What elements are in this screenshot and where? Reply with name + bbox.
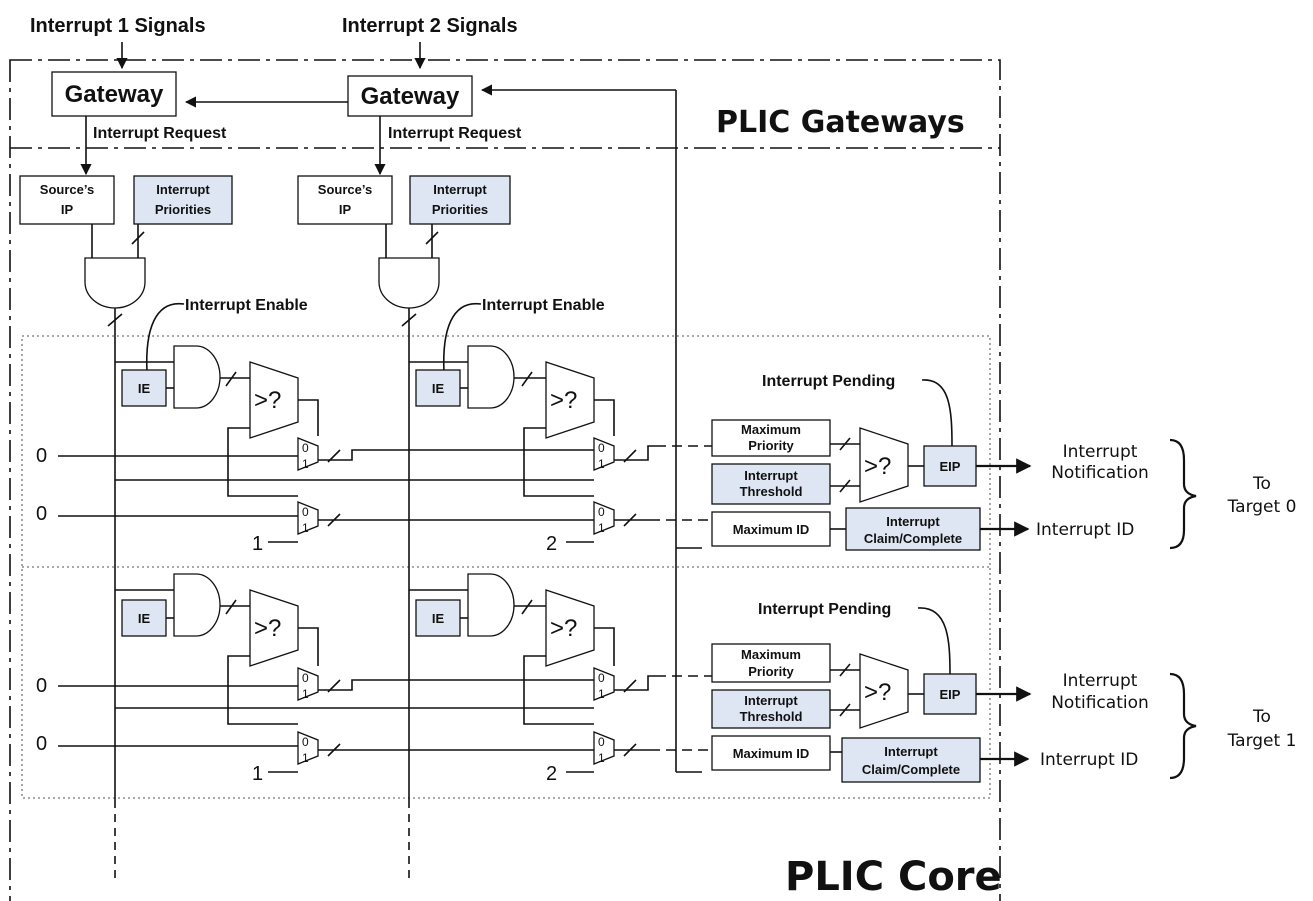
interrupt-id-label: Interrupt ID	[1040, 750, 1138, 770]
notification-line1: Interrupt	[1063, 671, 1138, 691]
eip-label: EIP	[940, 687, 961, 702]
interrupt-enable-1-label: Interrupt Enable	[185, 297, 308, 314]
svg-text:0: 0	[302, 505, 309, 519]
svg-text:0: 0	[302, 735, 309, 749]
svg-text:0: 0	[598, 441, 605, 455]
gateway-2-label: Gateway	[361, 83, 460, 110]
source-ip-2-line2: IP	[339, 202, 352, 217]
claim-line2: Claim/Complete	[864, 531, 962, 546]
comparator-label: >?	[254, 387, 281, 414]
max-priority-line2: Priority	[748, 438, 794, 453]
threshold-line1: Interrupt	[744, 468, 798, 483]
source-1-header: Source’s IP Interrupt Priorities Interru…	[19, 175, 308, 858]
comparator-label: >?	[864, 453, 891, 480]
threshold-line2: Threshold	[740, 709, 803, 724]
target-1-constant-zero-a: 0	[36, 675, 47, 697]
max-priority-line1: Maximum	[741, 422, 801, 437]
svg-text:1: 1	[598, 687, 605, 701]
svg-text:0: 0	[598, 735, 605, 749]
notification-line1: Interrupt	[1063, 442, 1138, 462]
priorities-2-line1: Interrupt	[433, 182, 487, 197]
target-1-priority-logic: Maximum Priority Interrupt Threshold >? …	[711, 601, 1297, 783]
eip-label: EIP	[940, 459, 961, 474]
ie-label: IE	[138, 381, 151, 396]
svg-text:1: 1	[302, 521, 309, 535]
target-0-constant-zero-a: 0	[36, 445, 47, 467]
target-0-line2: Target 0	[1227, 497, 1297, 517]
target-1-line2: Target 1	[1227, 731, 1297, 751]
target-1-source-1-cell: IE >? 0 1 0 1 1	[115, 573, 594, 785]
claim-line2: Claim/Complete	[862, 762, 960, 777]
source-ip-2-line1: Source’s	[318, 182, 372, 197]
priorities-1-line1: Interrupt	[156, 182, 210, 197]
target-0-priority-logic: Maximum Priority Interrupt Threshold >? …	[711, 373, 1297, 551]
constant-source-1: 1	[252, 763, 263, 785]
svg-text:0: 0	[598, 505, 605, 519]
gateway-2: Gateway	[347, 75, 473, 117]
source-ip-1-line2: IP	[61, 202, 74, 217]
priorities-1-line2: Priorities	[155, 202, 211, 217]
target-0-source-1-cell: IE >? 0 1 0 1 1	[115, 345, 594, 555]
plic-outer-frame	[9, 59, 1001, 901]
svg-text:0: 0	[598, 671, 605, 685]
interrupt-1-signals-label: Interrupt 1 Signals	[30, 15, 206, 37]
svg-text:1: 1	[598, 521, 605, 535]
interrupt-id-label: Interrupt ID	[1036, 520, 1134, 540]
interrupt-enable-2-label: Interrupt Enable	[482, 297, 605, 314]
interrupt-2-signals-label: Interrupt 2 Signals	[342, 15, 518, 37]
gateway-1-label: Gateway	[65, 81, 164, 108]
comparator-label: >?	[550, 615, 577, 642]
constant-source-2: 2	[546, 763, 557, 785]
comparator-label: >?	[254, 615, 281, 642]
gateway-1: Gateway	[51, 71, 177, 117]
target-0-line1: To	[1252, 474, 1271, 494]
svg-text:1: 1	[302, 457, 309, 471]
request-1-label: Interrupt Request	[93, 125, 227, 142]
interrupt-pending-label: Interrupt Pending	[762, 373, 895, 390]
claim-line1: Interrupt	[884, 744, 938, 759]
max-id-label: Maximum ID	[733, 522, 810, 537]
max-priority-line2: Priority	[748, 664, 794, 679]
svg-text:0: 0	[302, 671, 309, 685]
target-1-source-2-cell: IE >? 0 1 0 1 2	[409, 573, 712, 785]
notification-line2: Notification	[1051, 463, 1149, 483]
source-ip-1-line1: Source’s	[40, 182, 94, 197]
target-1-block: 0 0 IE >? 0 1 0 1 1	[36, 573, 1297, 785]
claim-line1: Interrupt	[886, 514, 940, 529]
threshold-line2: Threshold	[740, 484, 803, 499]
ie-label: IE	[138, 611, 151, 626]
constant-source-1: 1	[252, 533, 263, 555]
request-2-label: Interrupt Request	[388, 125, 522, 142]
max-id-label: Maximum ID	[733, 746, 810, 761]
target-0-source-2-cell: IE >? 0 1 0 1 2	[409, 345, 712, 555]
svg-text:1: 1	[302, 751, 309, 765]
notification-line2: Notification	[1051, 693, 1149, 713]
threshold-line1: Interrupt	[744, 693, 798, 708]
priorities-2-line2: Priorities	[432, 202, 488, 217]
comparator-label: >?	[550, 387, 577, 414]
constant-source-2: 2	[546, 533, 557, 555]
plic-core-label: PLIC Core	[785, 854, 1002, 900]
interrupt-pending-label: Interrupt Pending	[758, 601, 891, 618]
ie-label: IE	[432, 381, 445, 396]
source-2-header: Source’s IP Interrupt Priorities Interru…	[297, 175, 605, 858]
target-0-block: 0 0 IE >? 0 1 0 1 1	[36, 345, 1297, 555]
svg-text:0: 0	[302, 441, 309, 455]
svg-text:1: 1	[598, 457, 605, 471]
max-priority-line1: Maximum	[741, 647, 801, 662]
comparator-label: >?	[864, 679, 891, 706]
target-1-constant-zero-b: 0	[36, 733, 47, 755]
svg-text:1: 1	[302, 687, 309, 701]
svg-text:1: 1	[598, 751, 605, 765]
plic-gateways-label: PLIC Gateways	[716, 105, 965, 140]
target-0-constant-zero-b: 0	[36, 503, 47, 525]
ie-label: IE	[432, 611, 445, 626]
target-1-line1: To	[1252, 707, 1271, 727]
